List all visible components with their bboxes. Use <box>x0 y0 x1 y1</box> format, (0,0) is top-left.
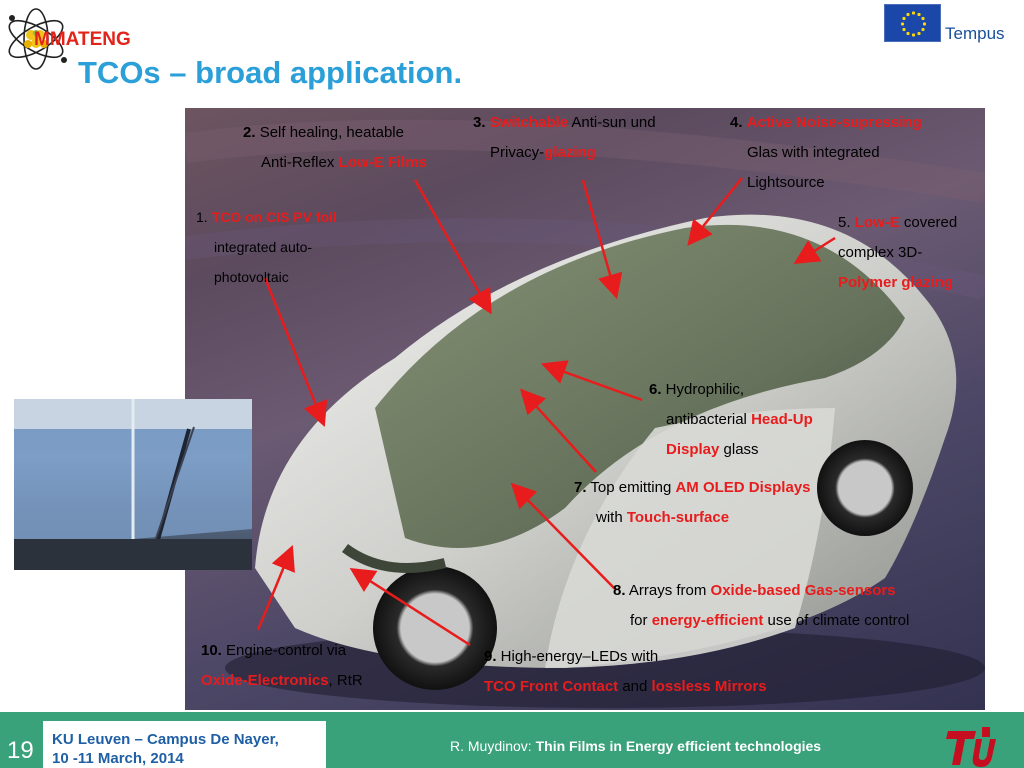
footer-campus-line2: 10 -11 March, 2014 <box>52 750 184 767</box>
label-4: 4. Active Noise-supressing Glas with int… <box>730 114 922 191</box>
label-1: 1. TCO on CIS PV foil integrated auto- p… <box>196 209 337 285</box>
mmateng-logo-text: MMATENG <box>34 29 131 50</box>
footer-info-box <box>43 721 326 768</box>
page-title: TCOs – broad application. <box>78 55 463 90</box>
talk-title: Thin Films in Energy efficient technolog… <box>535 738 822 754</box>
label-6: 6. Hydrophilic, antibacterial Head-Up Di… <box>649 381 813 458</box>
mmateng-atom-logo-icon <box>8 8 67 70</box>
footer-campus: KU Leuven – Campus De Nayer, 10 -11 Marc… <box>52 730 279 768</box>
label-2: 2. Self healing, heatable Anti-Reflex Lo… <box>243 124 427 171</box>
footer-author: R. Muydinov: Thin Films in Energy effici… <box>450 738 821 754</box>
car-illustration <box>185 108 985 710</box>
label-10: 10. Engine-control via Oxide-Electronics… <box>201 642 363 689</box>
frosted-windshield-photo <box>14 399 252 570</box>
footer-campus-line1: KU Leuven – Campus De Nayer, <box>52 731 279 748</box>
label-8: 8. Arrays from Oxide-based Gas-sensors f… <box>613 582 910 629</box>
label-9: 9. High-energy–LEDs with TCO Front Conta… <box>484 648 767 695</box>
label-3: 3. Switchable Anti-sun und Privacy-glazi… <box>473 114 656 161</box>
label-5: 5. Low-E covered complex 3D- Polymer gla… <box>838 214 958 291</box>
slide-number: 19 <box>7 737 34 764</box>
tempus-logo-text: Tempus <box>945 24 1005 43</box>
tu-berlin-logo-icon <box>946 727 996 767</box>
eu-flag-icon <box>884 4 941 42</box>
author-name: R. Muydinov: <box>450 738 536 754</box>
label-7: 7. Top emitting AM OLED Displays with To… <box>574 479 811 526</box>
